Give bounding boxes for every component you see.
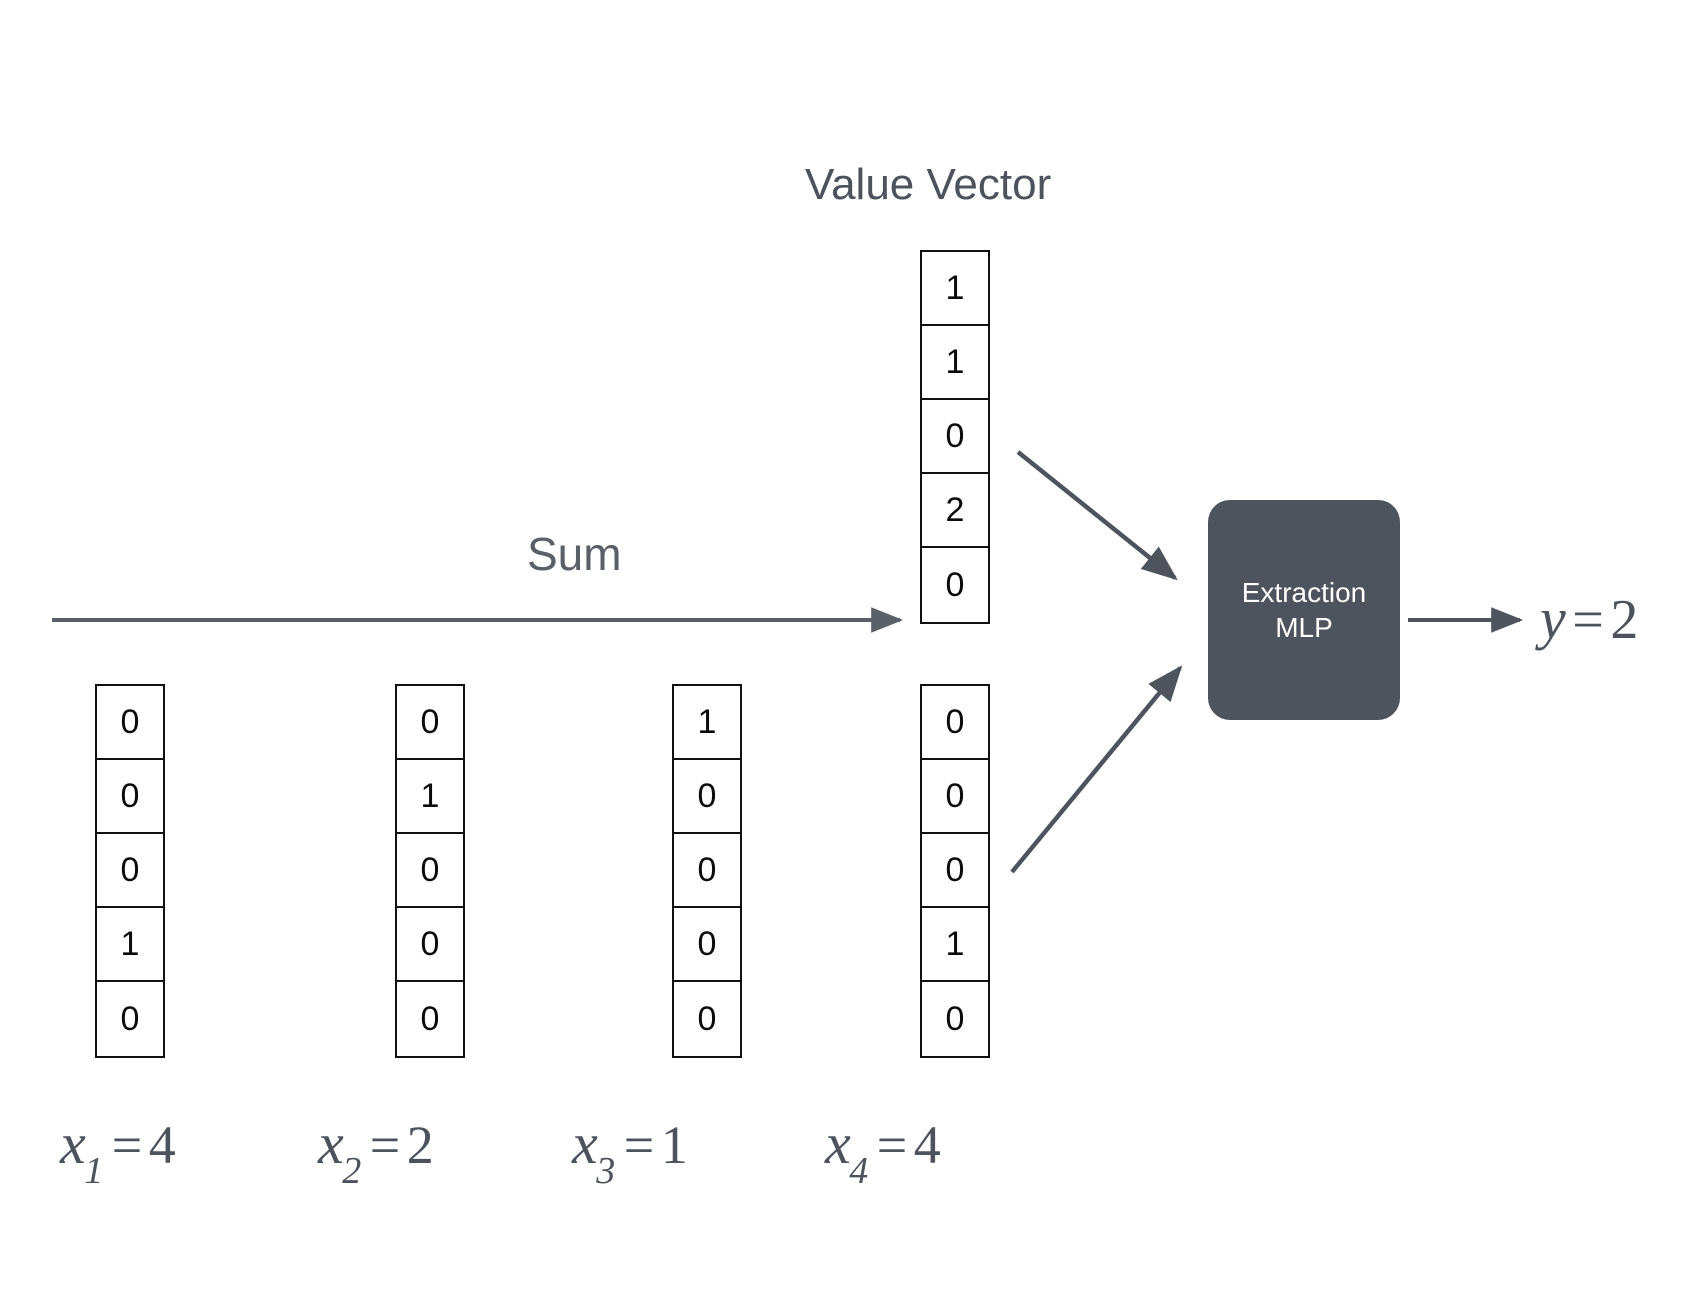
vector-cell: 0 — [97, 834, 163, 908]
vector-cell: 0 — [397, 686, 463, 760]
sum-label: Sum — [527, 528, 622, 580]
output-label: y=2 — [1540, 585, 1639, 652]
output-var: y — [1540, 586, 1567, 651]
value-vector-cell: 1 — [922, 326, 988, 400]
vector-cell: 0 — [397, 908, 463, 982]
x3-var: x — [572, 1111, 599, 1176]
x1-subscript: 1 — [84, 1149, 104, 1192]
input-label-x3: x3=1 — [572, 1110, 689, 1192]
x1-equals: = — [111, 1115, 143, 1175]
input-vector-x3: 1 0 0 0 0 — [672, 684, 742, 1058]
x2-var: x — [318, 1111, 345, 1176]
value-vector-to-mlp-arrow — [1016, 450, 1178, 581]
vector-cell: 0 — [922, 760, 988, 834]
x3-subscript: 3 — [596, 1149, 616, 1192]
vector-cell: 1 — [674, 686, 740, 760]
x4-equals: = — [876, 1115, 908, 1175]
vector-cell: 1 — [397, 760, 463, 834]
vector-cell: 0 — [922, 834, 988, 908]
x2-value: 2 — [406, 1115, 435, 1175]
x4-var: x — [825, 1111, 852, 1176]
vector-cell: 1 — [97, 908, 163, 982]
value-vector: 1 1 0 2 0 — [920, 250, 990, 624]
output-equals: = — [1572, 589, 1605, 651]
input-label-x2: x2=2 — [318, 1110, 435, 1192]
mlp-label-line2: MLP — [1275, 612, 1333, 643]
value-vector-cell: 0 — [922, 548, 988, 622]
vector-cell: 0 — [97, 760, 163, 834]
value-vector-cell: 2 — [922, 474, 988, 548]
x2-subscript: 2 — [342, 1149, 362, 1192]
value-vector-cell: 1 — [922, 252, 988, 326]
input-label-x4: x4=4 — [825, 1110, 942, 1192]
vector-cell: 1 — [922, 908, 988, 982]
input-vector-x4: 0 0 0 1 0 — [920, 684, 990, 1058]
value-vector-title: Value Vector — [805, 160, 1052, 209]
vector-cell: 0 — [97, 982, 163, 1056]
vector-cell: 0 — [922, 982, 988, 1056]
vector-cell: 0 — [397, 834, 463, 908]
extraction-mlp-box[interactable]: Extraction MLP — [1208, 500, 1400, 720]
x3-equals: = — [623, 1115, 655, 1175]
vector-cell: 0 — [922, 686, 988, 760]
x1-value: 4 — [148, 1115, 177, 1175]
x1-var: x — [60, 1111, 87, 1176]
value-vector-cell: 0 — [922, 400, 988, 474]
input-vector-x2: 0 1 0 0 0 — [395, 684, 465, 1058]
vector-cell: 0 — [674, 982, 740, 1056]
x4-to-mlp-arrow — [1010, 665, 1183, 874]
input-vector-x1: 0 0 0 1 0 — [95, 684, 165, 1058]
x4-subscript: 4 — [849, 1149, 869, 1192]
x4-value: 4 — [913, 1115, 942, 1175]
vector-cell: 0 — [397, 982, 463, 1056]
vector-cell: 0 — [97, 686, 163, 760]
input-label-x1: x1=4 — [60, 1110, 177, 1192]
x3-value: 1 — [660, 1115, 689, 1175]
vector-cell: 0 — [674, 908, 740, 982]
vector-cell: 0 — [674, 834, 740, 908]
vector-cell: 0 — [674, 760, 740, 834]
x2-equals: = — [369, 1115, 401, 1175]
mlp-label-line1: Extraction — [1241, 577, 1367, 608]
output-value: 2 — [1610, 589, 1639, 651]
